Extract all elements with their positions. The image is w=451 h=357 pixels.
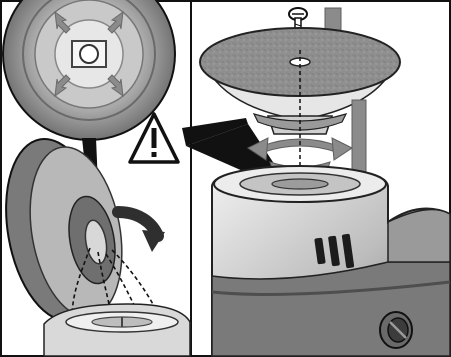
tool-spindle-top (44, 304, 190, 356)
spindle-lock-knob (380, 312, 412, 348)
vent-slots (314, 234, 354, 269)
